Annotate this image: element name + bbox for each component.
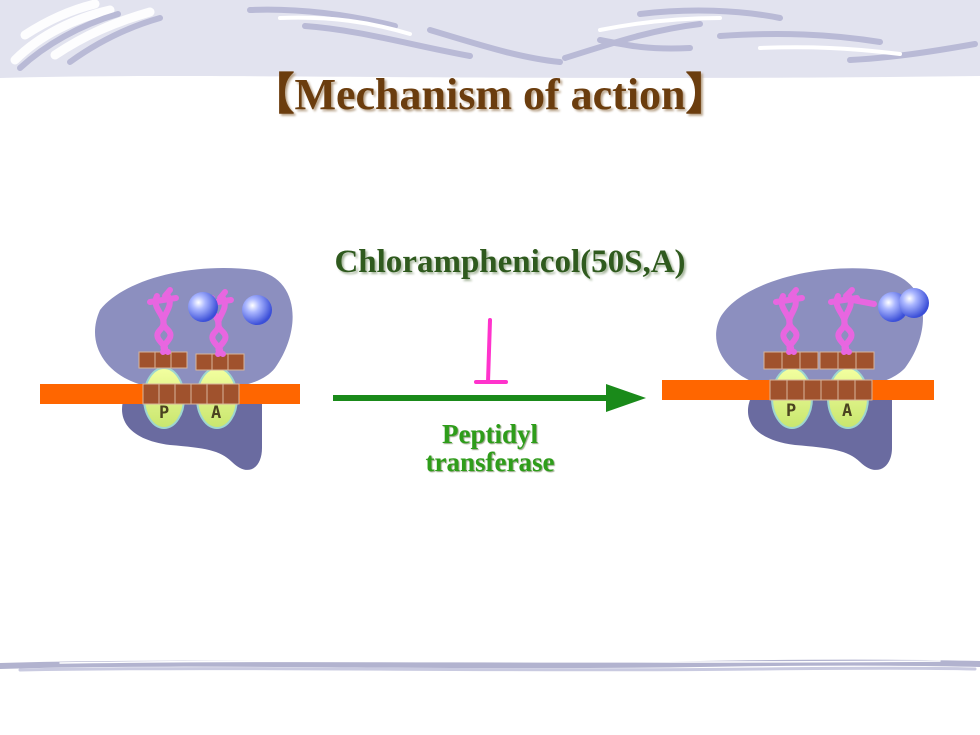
anticodon-block-before — [138, 351, 245, 371]
enzyme-label-line2: transferase — [425, 447, 555, 477]
p-site-label-after: P — [786, 401, 796, 421]
a-site-label-after: A — [842, 401, 852, 421]
small-subunit-before — [122, 395, 262, 470]
footer-brushstroke — [0, 659, 980, 672]
trna-p-after — [773, 287, 805, 355]
enzyme-label: Peptidyl transferase — [370, 420, 610, 476]
reaction-arrow — [333, 384, 646, 412]
inhibition-symbol — [474, 318, 508, 384]
large-subunit-before — [94, 267, 293, 390]
codon-block-before — [142, 383, 240, 405]
trna-p-before — [147, 287, 179, 355]
large-subunit-after — [716, 268, 923, 390]
trna-a-after — [828, 287, 877, 355]
ribosome-after: P A — [662, 268, 934, 470]
amino-acid-peptide-2-after — [899, 288, 929, 318]
codon-block-after — [769, 379, 873, 401]
anticodon-block-after — [763, 351, 875, 370]
p-site-label-before: P — [159, 403, 169, 423]
amino-acid-p-before — [188, 292, 218, 322]
small-subunit-after — [747, 395, 892, 470]
drug-label: Chloramphenicol(50S,A) — [334, 244, 686, 280]
enzyme-label-line1: Peptidyl — [441, 419, 538, 449]
ribosome-before: P A — [40, 267, 300, 470]
slide-title: 【Mechanism of action】 — [250, 70, 730, 119]
a-site-label-before: A — [211, 403, 221, 423]
amino-acid-a-before — [242, 295, 272, 325]
header-brushstroke-banner — [0, 0, 980, 85]
